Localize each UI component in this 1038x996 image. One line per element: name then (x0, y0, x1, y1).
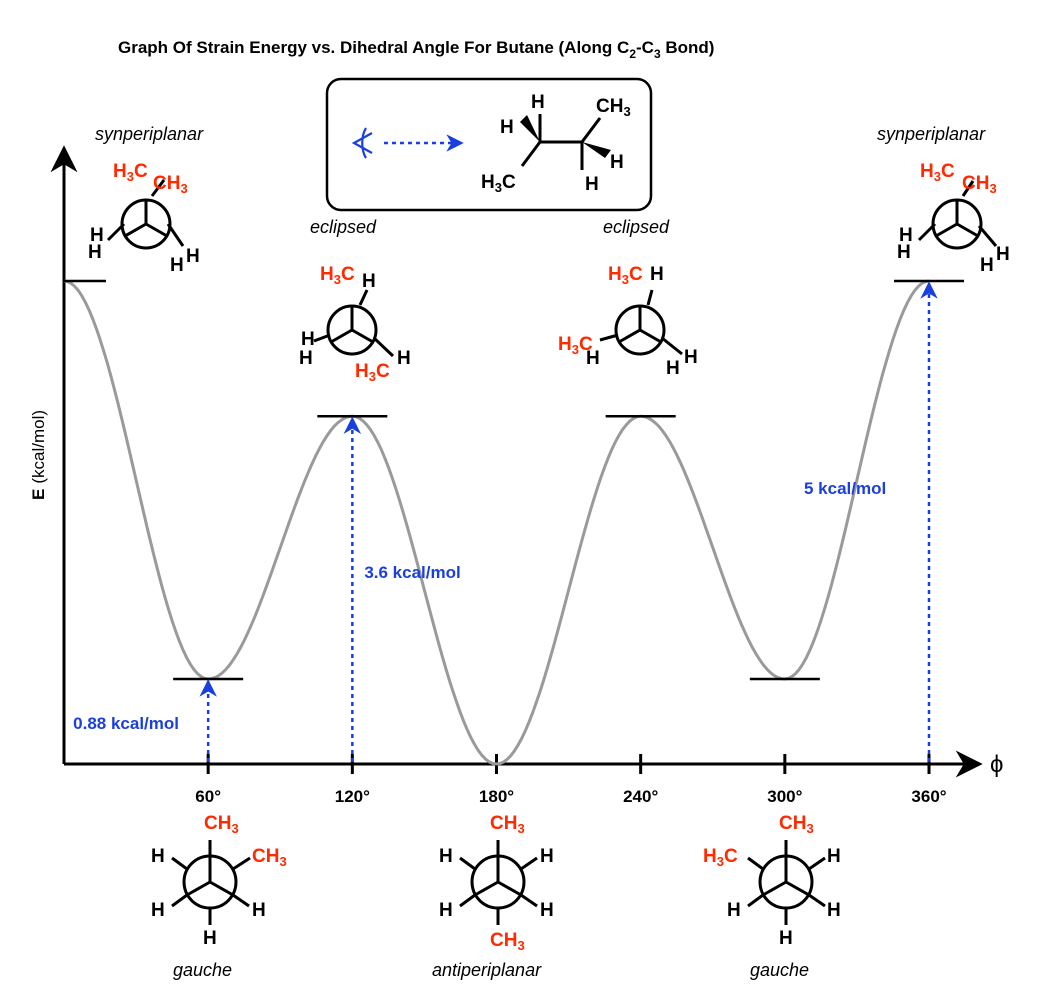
svg-text:H: H (170, 255, 184, 276)
x-tick-label-1: 60° (195, 787, 221, 806)
x-tick-label-4: 240° (623, 787, 658, 806)
svg-text:H: H (899, 225, 913, 246)
chart-title: Graph Of Strain Energy vs. Dihedral Angl… (118, 38, 714, 61)
svg-text:H: H (397, 348, 411, 369)
eye-icon (351, 127, 373, 159)
svg-text:CH3: CH3 (490, 930, 525, 953)
svg-text:H: H (586, 348, 600, 369)
svg-text:H: H (151, 900, 165, 921)
svg-text:H: H (252, 900, 266, 921)
newman-eclipsed-right: H3C H H3C H H H (558, 264, 698, 379)
svg-text:H3C: H3C (113, 161, 148, 184)
svg-text:H: H (650, 264, 664, 285)
svg-text:H: H (827, 846, 841, 867)
energy-label-3: 5 kcal/mol (804, 479, 886, 498)
svg-text:CH3: CH3 (962, 173, 997, 196)
svg-text:H: H (897, 242, 911, 263)
svg-text:H: H (90, 225, 104, 246)
energy-curve (63, 279, 930, 766)
viewing-direction-box: H H H3C CH3 H H (325, 77, 653, 212)
svg-text:H3C: H3C (920, 161, 955, 184)
svg-text:H: H (500, 117, 514, 138)
svg-text:H: H (301, 329, 315, 350)
newman-gauche-left: CH3 CH3 H H H H (151, 813, 287, 949)
svg-text:H: H (727, 900, 741, 921)
x-axis-label: ϕ (990, 751, 1003, 778)
x-tick-label-6: 360° (911, 787, 946, 806)
svg-text:H: H (585, 174, 599, 195)
svg-text:CH3: CH3 (596, 96, 631, 119)
hash-bond (582, 142, 611, 158)
svg-text:H: H (996, 244, 1010, 265)
newman-synperiplanar-left: H3C CH3 H H H H (88, 161, 200, 276)
svg-text:CH3: CH3 (204, 813, 239, 836)
newman-eclipsed-left: H3C H H H H H3C (299, 264, 411, 384)
svg-text:H: H (531, 92, 545, 113)
newman-antiperiplanar: CH3 H H H H CH3 (439, 813, 554, 953)
svg-text:H: H (666, 358, 680, 379)
svg-text:H: H (186, 246, 200, 267)
newman-gauche-right: CH3 H3C H H H H (703, 813, 841, 949)
label-gauche-left: gauche (173, 960, 232, 980)
wedge-bond (520, 115, 540, 142)
svg-text:H3C: H3C (608, 264, 643, 287)
svg-text:H: H (439, 900, 453, 921)
svg-text:H: H (684, 347, 698, 368)
svg-text:H: H (980, 255, 994, 276)
label-eclipsed-left: eclipsed (310, 217, 377, 237)
label-synperiplanar-right: synperiplanar (877, 124, 986, 144)
svg-text:CH3: CH3 (779, 813, 814, 836)
energy-label-1: 0.88 kcal/mol (73, 714, 179, 733)
svg-text:CH3: CH3 (153, 173, 188, 196)
svg-text:CH3: CH3 (490, 813, 525, 836)
y-axis-label: E(kcal/mol) (29, 410, 48, 500)
x-tick-label-5: 300° (767, 787, 802, 806)
energy-label-2: 3.6 kcal/mol (364, 563, 460, 582)
label-antiperiplanar: antiperiplanar (432, 960, 542, 980)
x-tick-label-3: 180° (479, 787, 514, 806)
svg-text:H: H (362, 271, 376, 292)
x-tick-label-2: 120° (335, 787, 370, 806)
svg-text:H: H (88, 242, 102, 263)
svg-text:H3C: H3C (703, 846, 738, 869)
svg-text:H: H (610, 152, 624, 173)
svg-text:H: H (827, 900, 841, 921)
newman-synperiplanar-right: H3C CH3 H H H H (897, 161, 1010, 276)
svg-text:H: H (203, 928, 217, 949)
svg-text:H3C: H3C (320, 264, 355, 287)
svg-text:H: H (540, 846, 554, 867)
svg-text:H3C: H3C (558, 334, 593, 357)
svg-text:H: H (299, 348, 313, 369)
label-gauche-right: gauche (750, 960, 809, 980)
energy-arrows: 0.88 kcal/mol 3.6 kcal/mol 5 kcal/mol (73, 281, 938, 762)
svg-text:H3C: H3C (481, 172, 516, 195)
svg-text:H: H (540, 900, 554, 921)
label-synperiplanar-left: synperiplanar (95, 124, 204, 144)
svg-text:H: H (779, 928, 793, 949)
label-eclipsed-right: eclipsed (603, 217, 670, 237)
svg-text:CH3: CH3 (252, 846, 287, 869)
energy-levels (64, 279, 964, 681)
svg-text:H: H (151, 846, 165, 867)
x-ticks: 60° 120° 180° 240° 300° 360° (195, 754, 947, 806)
svg-text:H3C: H3C (355, 361, 390, 384)
svg-text:H: H (439, 846, 453, 867)
